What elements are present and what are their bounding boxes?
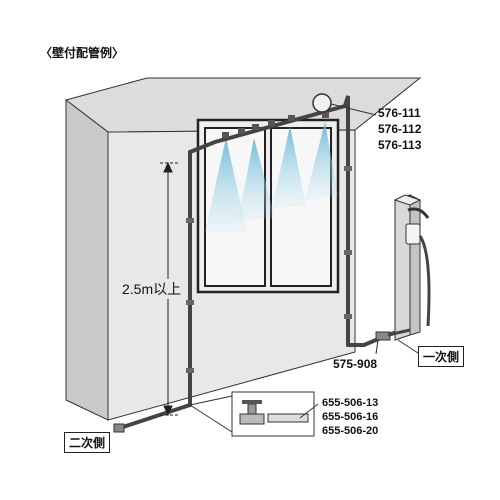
nozzle-code-3: 576-113 <box>378 138 422 152</box>
faucet-post <box>387 194 431 341</box>
pipe-code-1: 655-506-13 <box>322 397 379 409</box>
primary-side-label: 一次側 <box>418 346 465 367</box>
pipe-brackets <box>186 166 352 373</box>
nozzle-detail-circle <box>312 93 377 116</box>
nozzle-code-2: 576-112 <box>378 122 422 136</box>
primary-side-pointer <box>397 339 419 354</box>
secondary-side-label: 二次側 <box>64 432 111 453</box>
nozzle-heads <box>222 112 329 138</box>
pipe-code-3: 655-506-20 <box>322 425 379 437</box>
pipe-code-2: 655-506-16 <box>322 411 379 423</box>
fittings-callout <box>189 391 319 437</box>
diagram-heading: 〈壁付配管例〉 <box>40 46 125 60</box>
nozzle-code-1: 576-111 <box>378 106 421 120</box>
mist-sprays <box>205 122 338 232</box>
valve-575-908 <box>375 331 391 355</box>
valve-code: 575-908 <box>333 357 378 371</box>
secondary-side-end <box>113 423 125 433</box>
height-label: 2.5m以上 <box>122 279 182 299</box>
